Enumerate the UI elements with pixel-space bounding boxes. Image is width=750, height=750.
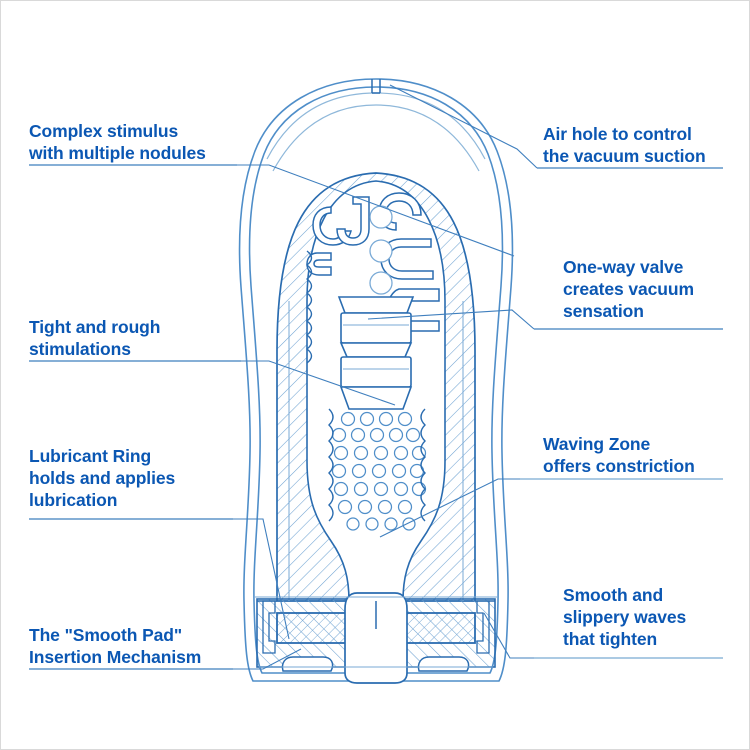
dome-cap: [266, 92, 486, 172]
callout-lubricant-ring[interactable]: Lubricant Ring holds and applies lubrica…: [29, 446, 290, 640]
svg-text:One-way valve crea: One-way valve creates vacuum sensation: [563, 257, 699, 321]
smooth-pad-base: [254, 592, 498, 684]
callout-tight-rough[interactable]: Tight and rough stimulations: [29, 317, 396, 406]
lubricant-ring: [276, 612, 476, 644]
callout-line: slippery waves: [563, 607, 686, 627]
air-hole: [371, 79, 381, 94]
svg-text:Waving Zone offers: Waving Zone offers constriction: [543, 434, 695, 476]
callout-line: Lubricant Ring: [29, 446, 151, 466]
callout-line: lubrication: [29, 490, 117, 510]
callout-line: that tighten: [563, 629, 657, 649]
waving-zone: [328, 408, 426, 522]
svg-text:The "Smooth Pad" I: The "Smooth Pad" Insertion Mechanism: [29, 625, 201, 667]
callout-line: stimulations: [29, 339, 131, 359]
callout-line: sensation: [563, 301, 644, 321]
callout-layer: Complex stimulus with multiple nodules A…: [28, 84, 723, 670]
callout-smooth-slippery[interactable]: Smooth and slippery waves that tighten: [483, 585, 723, 659]
callout-one-way-valve[interactable]: One-way valve creates vacuum sensation: [367, 257, 723, 330]
upper-circle-nodules: [369, 205, 393, 295]
callout-smooth-pad[interactable]: The "Smooth Pad" Insertion Mechanism: [29, 625, 302, 670]
diagram-geometry: Complex stimulus with multiple nodules A…: [28, 78, 723, 684]
callout-line: offers constriction: [543, 456, 695, 476]
callout-line: Insertion Mechanism: [29, 647, 201, 667]
callout-line: holds and applies: [29, 468, 175, 488]
callout-line: Waving Zone: [543, 434, 651, 454]
callout-line: Tight and rough: [29, 317, 160, 337]
svg-text:Tight and rough st: Tight and rough stimulations: [29, 317, 165, 359]
callout-line: Air hole to control: [543, 124, 692, 144]
callout-line: Smooth and: [563, 585, 663, 605]
svg-text:Smooth and slipper: Smooth and slippery waves that tighten: [563, 585, 691, 649]
tight-rough-texture: [305, 250, 313, 364]
callout-line: the vacuum suction: [543, 146, 706, 166]
callout-air-hole[interactable]: Air hole to control the vacuum suction: [389, 84, 723, 169]
dot-texture-zone: [331, 411, 427, 531]
callout-line: creates vacuum: [563, 279, 694, 299]
svg-text:Lubricant Ring hol: Lubricant Ring holds and applies lubrica…: [29, 446, 180, 510]
callout-line: Complex stimulus: [29, 121, 178, 141]
svg-text:Air hole to control: Air hole to control the vacuum suction: [543, 124, 706, 166]
callout-line: The "Smooth Pad": [29, 625, 182, 645]
callout-line: with multiple nodules: [28, 143, 206, 163]
callout-line: One-way valve: [563, 257, 684, 277]
valve-bellows: [337, 296, 415, 410]
base-latch-left: [262, 600, 276, 654]
svg-text:Complex stimulus w: Complex stimulus with multiple nodules: [28, 121, 206, 163]
callout-waving-zone[interactable]: Waving Zone offers constriction: [379, 434, 723, 538]
base-latch-right: [476, 600, 490, 654]
callout-complex-stimulus[interactable]: Complex stimulus with multiple nodules: [28, 121, 515, 257]
